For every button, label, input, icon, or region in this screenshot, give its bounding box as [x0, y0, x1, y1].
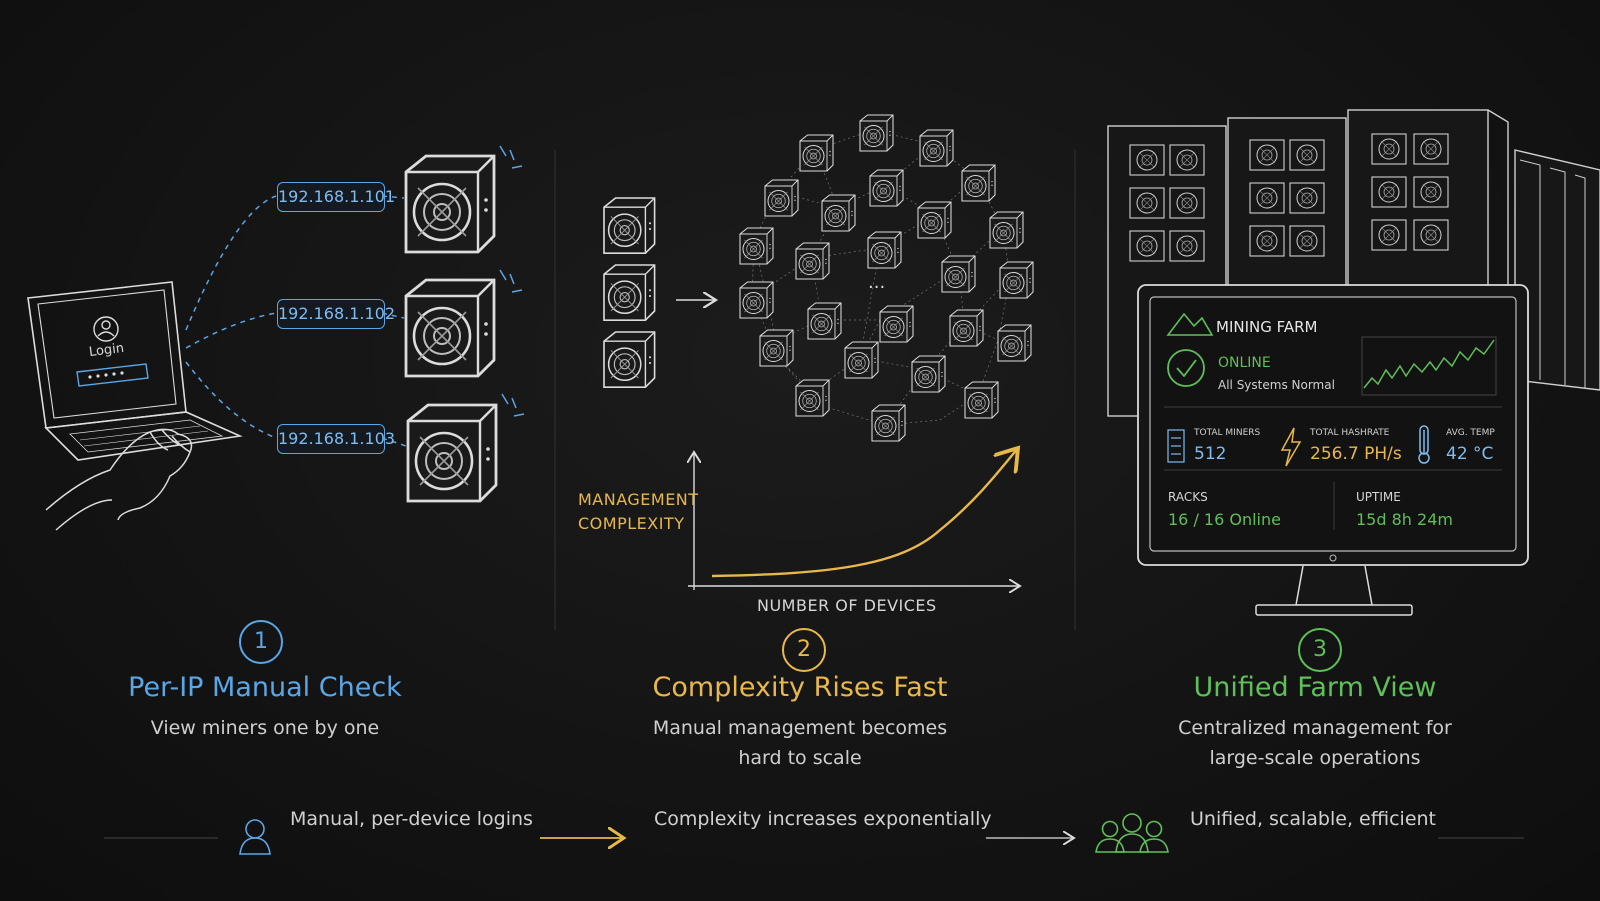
panel3-subtitle-line2: large-scale operations	[1209, 747, 1421, 769]
mountain-icon	[1166, 312, 1214, 336]
panel3-subtitle-line1: Centralized management for	[1178, 717, 1452, 739]
footer-item-3: Unified, scalable, efficient	[1190, 808, 1437, 830]
status-online: ONLINE	[1218, 355, 1271, 371]
ip-address-3: 192.168.1.103	[277, 424, 395, 454]
signal-marks	[499, 145, 525, 417]
rack-small-icon	[1167, 429, 1185, 463]
step-number-3: 3	[1298, 628, 1342, 672]
uptime-value: 15d 8h 24m	[1356, 510, 1453, 529]
ip-address-1: 192.168.1.101	[277, 182, 395, 212]
ip-address-2: 192.168.1.102	[277, 299, 395, 329]
miner-icon	[404, 278, 496, 378]
complexity-curve	[711, 448, 1018, 578]
sparkline-chart	[1361, 336, 1497, 396]
user-icon	[93, 316, 119, 342]
check-circle-icon	[1167, 349, 1205, 387]
avg-temp-label: AVG. TEMP	[1446, 428, 1495, 438]
step-number-1: 1	[239, 620, 283, 664]
monitor-icon	[1137, 284, 1529, 616]
total-hashrate-label: TOTAL HASHRATE	[1310, 428, 1390, 438]
miner-icon	[406, 403, 498, 503]
miner-cluster	[739, 114, 1034, 442]
panel2-subtitle: Manual management becomes hard to scale	[600, 713, 1000, 773]
total-hashrate-value: 256.7 PH/s	[1310, 444, 1402, 464]
panel3-title: Unified Farm View	[1193, 672, 1437, 703]
laptop-icon	[27, 281, 243, 461]
miner-icon	[404, 154, 496, 254]
panel2-subtitle-line2: hard to scale	[738, 747, 862, 769]
footer-item-1: Manual, per-device logins	[290, 808, 533, 830]
y-axis-label-line2: COMPLEXITY	[578, 514, 685, 533]
connector-lines	[185, 195, 407, 447]
complexity-chart	[688, 448, 1020, 590]
miner-icon	[603, 331, 656, 389]
y-axis-label: MANAGEMENT COMPLEXITY	[578, 488, 699, 536]
panel3-subtitle: Centralized management for large-scale o…	[1115, 713, 1515, 773]
thermometer-icon	[1418, 425, 1430, 464]
cluster-dots: ...	[868, 272, 886, 293]
y-axis-label-line1: MANAGEMENT	[578, 490, 699, 509]
dash-dividers	[1164, 406, 1502, 530]
users-group-icon	[1095, 813, 1169, 853]
uptime-label: UPTIME	[1356, 490, 1401, 504]
user-icon	[239, 819, 271, 855]
hand-icon	[45, 428, 193, 531]
password-field	[76, 363, 149, 387]
miner-icon	[603, 264, 656, 322]
panel1-title: Per-IP Manual Check	[128, 672, 402, 703]
x-axis-label: NUMBER OF DEVICES	[757, 596, 937, 615]
panel2-title: Complexity Rises Fast	[652, 672, 948, 703]
panel1-subtitle: View miners one by one	[150, 717, 380, 739]
racks-label: RACKS	[1168, 490, 1208, 504]
miner-icon	[603, 197, 656, 255]
step-number-2: 2	[782, 628, 826, 672]
total-miners-value: 512	[1194, 444, 1227, 464]
dashboard-title: MINING FARM	[1216, 318, 1318, 336]
total-miners-label: TOTAL MINERS	[1194, 428, 1261, 438]
panel2-subtitle-line1: Manual management becomes	[652, 717, 948, 739]
footer-item-2: Complexity increases exponentially	[654, 808, 992, 830]
status-detail: All Systems Normal	[1218, 378, 1335, 392]
lightning-icon	[1280, 427, 1302, 467]
racks-value: 16 / 16 Online	[1168, 510, 1281, 529]
avg-temp-value: 42 °C	[1446, 444, 1494, 464]
